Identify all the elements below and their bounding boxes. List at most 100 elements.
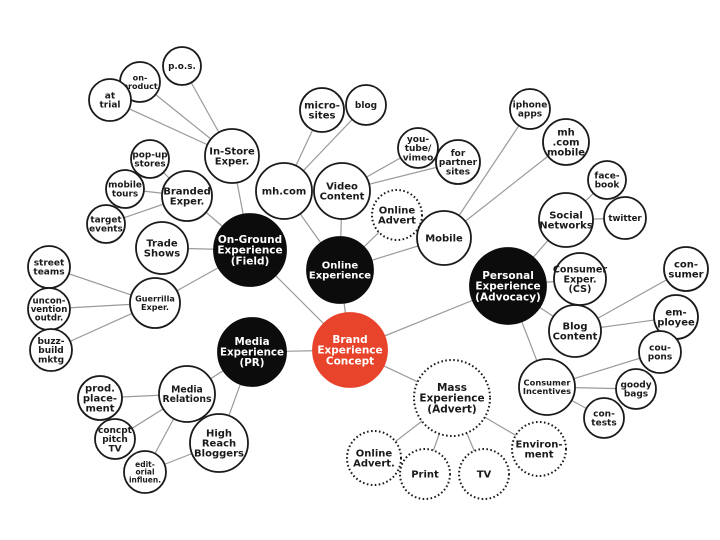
- node-label-targetevents-line-0: target: [90, 216, 122, 226]
- node-label-editorial-line-0: edit-: [135, 460, 155, 469]
- node-circle-editorial: [123, 450, 167, 494]
- node-label-incentives-line-0: Consumer: [524, 378, 572, 388]
- node-label-coupons-line-1: pons: [648, 353, 672, 363]
- node-label-onproduct-line-1: product: [122, 81, 158, 91]
- node-label-highreach-line-0: High: [206, 428, 232, 439]
- node-employee: em-ployee: [653, 294, 699, 340]
- node-label-media-line-1: Experience: [220, 347, 284, 359]
- node-circle-youtube: [397, 127, 439, 169]
- node-label-contests-line-1: tests: [591, 419, 616, 429]
- node-label-videocontent-line-0: Video: [326, 181, 358, 192]
- node-contests: con-tests: [583, 397, 625, 439]
- node-label-mhcommobile-line-1: .com: [552, 138, 579, 149]
- node-circle-online: [306, 236, 374, 304]
- node-circle-consumer: [663, 246, 709, 292]
- node-label-personal-line-1: Experience: [475, 281, 540, 293]
- node-facebook: face-book: [587, 160, 627, 200]
- node-label-streetteams-line-1: teams: [33, 268, 64, 278]
- node-circle-pos: [162, 46, 202, 86]
- node-label-popup-line-0: pop-up: [132, 151, 167, 161]
- node-microsites: micro-sites: [299, 87, 345, 133]
- node-label-mobile-line-0: Mobile: [425, 234, 463, 245]
- node-label-concptpitch-line-2: TV: [108, 444, 121, 454]
- node-label-popup-line-1: stores: [134, 160, 165, 170]
- node-circle-incentives: [518, 358, 576, 416]
- node-label-attrial-line-0: at: [105, 92, 116, 102]
- node-label-onground-line-2: (Field): [231, 255, 270, 267]
- node-circle-social: [538, 192, 594, 248]
- node-label-buzzbuild-line-1: build: [38, 346, 63, 356]
- node-coupons: cou-pons: [638, 330, 682, 374]
- node-circle-tradeshows: [135, 221, 189, 275]
- node-label-brand-line-2: Concept: [326, 355, 374, 367]
- node-circle-contests: [583, 397, 625, 439]
- node-label-media-line-0: Media: [234, 336, 269, 348]
- node-label-partnersites-line-0: for: [451, 149, 466, 159]
- node-label-online-line-1: Experience: [309, 271, 371, 282]
- node-circle-print: [399, 448, 451, 500]
- node-circle-iphoneapps: [509, 88, 551, 130]
- node-label-consumerexper-line-1: Exper.: [563, 274, 596, 285]
- node-circle-microsites: [299, 87, 345, 133]
- node-label-mobiletours-line-0: mobile: [108, 181, 142, 191]
- node-label-branded-line-0: Branded: [163, 186, 211, 197]
- node-label-coupons-line-0: cou-: [649, 344, 671, 354]
- node-label-blogcontent-line-1: Content: [553, 332, 598, 343]
- node-circle-popup: [130, 139, 170, 179]
- node-label-microsites-line-0: micro-: [304, 100, 340, 111]
- node-blog: blog: [345, 84, 387, 126]
- node-label-facebook-line-1: book: [595, 181, 621, 191]
- node-label-concptpitch-line-1: pitch: [102, 435, 128, 445]
- node-label-consumer-line-0: con-: [674, 259, 698, 270]
- node-circle-concptpitch: [94, 418, 136, 460]
- node-label-buzzbuild-line-0: buzz-: [37, 337, 64, 347]
- node-circle-facebook: [587, 160, 627, 200]
- node-label-personal-line-2: (Advocacy): [475, 291, 541, 303]
- node-label-tv-line-0: TV: [477, 470, 492, 481]
- node-label-online-line-0: Online: [322, 260, 359, 271]
- node-label-editorial-line-2: influen.: [129, 475, 161, 484]
- node-label-videocontent-line-1: Content: [320, 192, 365, 203]
- node-label-unconvention-line-1: vention: [31, 305, 68, 315]
- node-label-iphoneapps-line-1: apps: [518, 110, 542, 120]
- node-consumer: con-sumer: [663, 246, 709, 292]
- node-label-mediarelations-line-0: Media: [171, 385, 203, 396]
- node-label-environment-line-1: ment: [524, 450, 553, 461]
- node-youtube: you-tube/vimeo: [397, 127, 439, 169]
- node-label-iphoneapps-line-0: iphone: [513, 101, 548, 111]
- node-label-mass-line-2: (Advert): [427, 403, 476, 415]
- node-label-print-line-0: Print: [411, 470, 439, 481]
- node-label-social-line-0: Social: [549, 210, 583, 221]
- node-label-instore-line-1: Exper.: [215, 157, 250, 168]
- concept-nodes: BrandExperienceConceptOn-GroundExperienc…: [27, 46, 709, 500]
- node-circle-highreach: [189, 413, 249, 473]
- node-label-employee-line-1: ployee: [657, 318, 695, 329]
- node-label-facebook-line-0: face-: [594, 172, 619, 182]
- node-label-prodplacement-line-0: prod.: [85, 383, 115, 394]
- node-label-blogcontent-line-0: Blog: [562, 321, 587, 332]
- node-circle-mediarelations: [158, 365, 216, 423]
- node-circle-goodybags: [615, 368, 657, 410]
- node-circle-mhcommobile: [542, 118, 590, 166]
- node-circle-attrial: [88, 78, 132, 122]
- node-label-unconvention-line-0: uncon-: [33, 296, 66, 306]
